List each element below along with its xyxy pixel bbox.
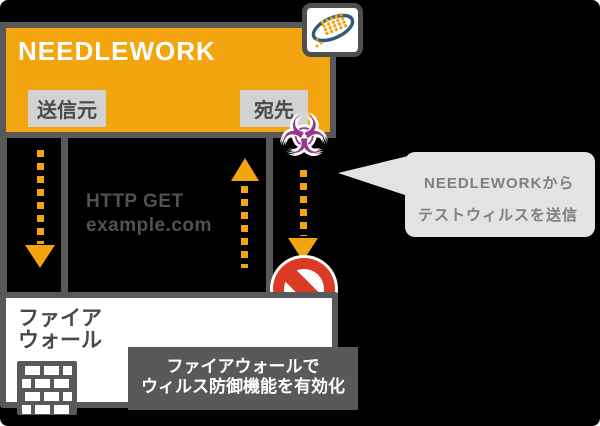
firewall-label-line2: ウォール [18,329,102,352]
virus-callout [405,152,595,237]
http-request-line2: example.com [86,215,212,236]
lane-divider-middle [61,137,68,293]
response-arrow-head [231,158,259,181]
firewall-callout-line1: ファイアウォールで [166,357,320,376]
firewall-callout-line2: ウィルス防御機能を有効化 [141,376,345,396]
virus-arrow-head [288,238,318,261]
response-arrow-dashes [241,186,248,268]
brick-wall-graphic [17,361,77,415]
virus-callout-line1: NEEDLEWORKから [424,175,575,192]
destination-label: 宛先 [240,90,308,127]
virus-callout-line2: テストウィルスを送信 [418,207,579,224]
source-label: 送信元 [28,90,106,127]
lane-divider-left [0,137,7,293]
request-arrow-dashes [37,150,44,244]
virus-callout-tail [338,156,408,196]
firewall-label-line1: ファイア [18,307,102,330]
firewall-callout: ファイアウォールで ウィルス防御機能を有効化 [128,347,358,410]
brick-wall-icon [17,361,77,420]
needlework-logo-badge [302,3,363,57]
http-request-text: HTTP GET example.com [86,190,212,238]
needlework-logo-icon [311,12,355,48]
virus-arrow-dashes [300,170,307,236]
lane-divider-right [266,137,273,293]
request-arrow-head [25,245,55,268]
firewall-label: ファイア ウォール [18,308,102,352]
http-request-line1: HTTP GET [86,191,184,212]
biohazard-icon: ☣ [280,106,328,166]
needlework-title: NEEDLEWORK [18,36,216,66]
